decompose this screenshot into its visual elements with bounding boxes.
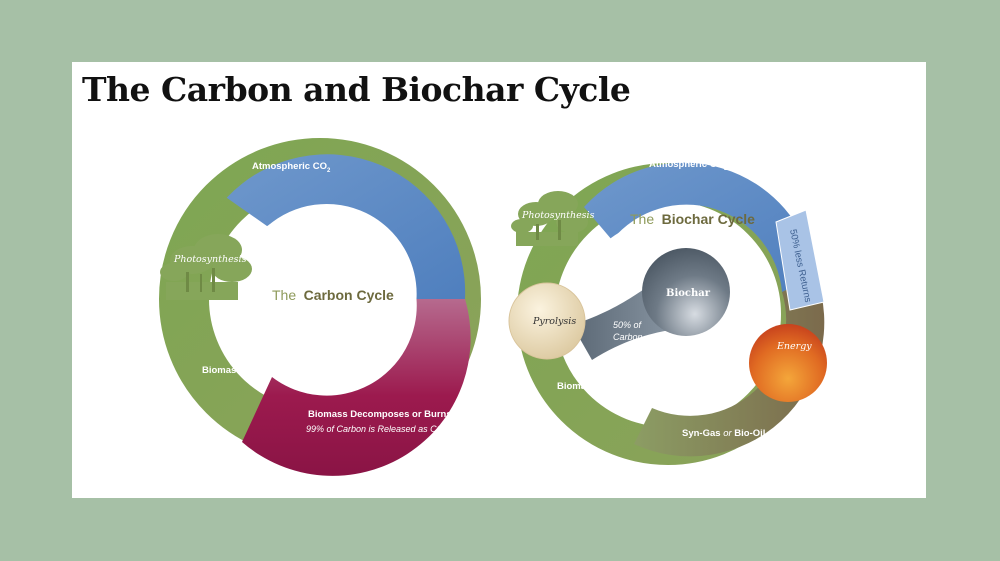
carbon-release-arc	[242, 299, 471, 476]
syngas-label: Syn-Gas or Bio-Oil	[682, 428, 765, 439]
slide-card: The Carbon and Biochar Cycle	[72, 62, 926, 498]
pyrolysis-sphere	[508, 282, 586, 360]
carbon-percent-label: 50% of	[613, 320, 643, 330]
biochar-label: Biochar	[666, 288, 711, 299]
carbon-biomass-label: Biomass	[202, 365, 242, 376]
carbon-photosynthesis-label: Photosynthesis	[173, 254, 247, 265]
biochar-biomass-label: Biomass	[557, 381, 597, 392]
carbon-inner-circle	[230, 209, 410, 389]
carbon-atmospheric-label: Atmospheric CO2	[252, 161, 331, 174]
biochar-center-label: The Biochar Cycle	[630, 211, 755, 228]
carbon-decompose-label: Biomass Decomposes or Burns	[308, 409, 452, 420]
pyrolysis-label: Pyrolysis	[532, 316, 576, 327]
biochar-photosynthesis-label: Photosynthesis	[521, 210, 595, 221]
carbon-atmosphere-arc	[226, 154, 466, 299]
carbon-cycle: Atmospheric CO2 Photosynthesis The Carbo…	[159, 138, 481, 476]
biochar-sphere	[642, 248, 730, 336]
biochar-syngas-arc	[634, 276, 825, 457]
biochar-tree-icon	[511, 191, 588, 246]
slide-title: The Carbon and Biochar Cycle	[82, 70, 631, 109]
biochar-atmosphere-arc	[584, 162, 816, 292]
biochar-cycle: 50% less Returns Atmospheric CO2 Photosy…	[508, 159, 827, 465]
carbon-word-label: Carbon	[613, 332, 643, 342]
carbon-biochar-diagram: Atmospheric CO2 Photosynthesis The Carbo…	[159, 138, 827, 476]
energy-sphere	[749, 324, 827, 402]
carbon-released-label: 99% of Carbon is Released as CO2	[306, 424, 448, 437]
carbon-center-label: The Carbon Cycle	[272, 287, 394, 304]
energy-label: Energy	[776, 341, 812, 352]
returns-arrow	[775, 209, 825, 311]
biochar-atmospheric-label: Atmospheric CO2	[649, 159, 728, 172]
carbon-tree-icon	[160, 234, 252, 300]
